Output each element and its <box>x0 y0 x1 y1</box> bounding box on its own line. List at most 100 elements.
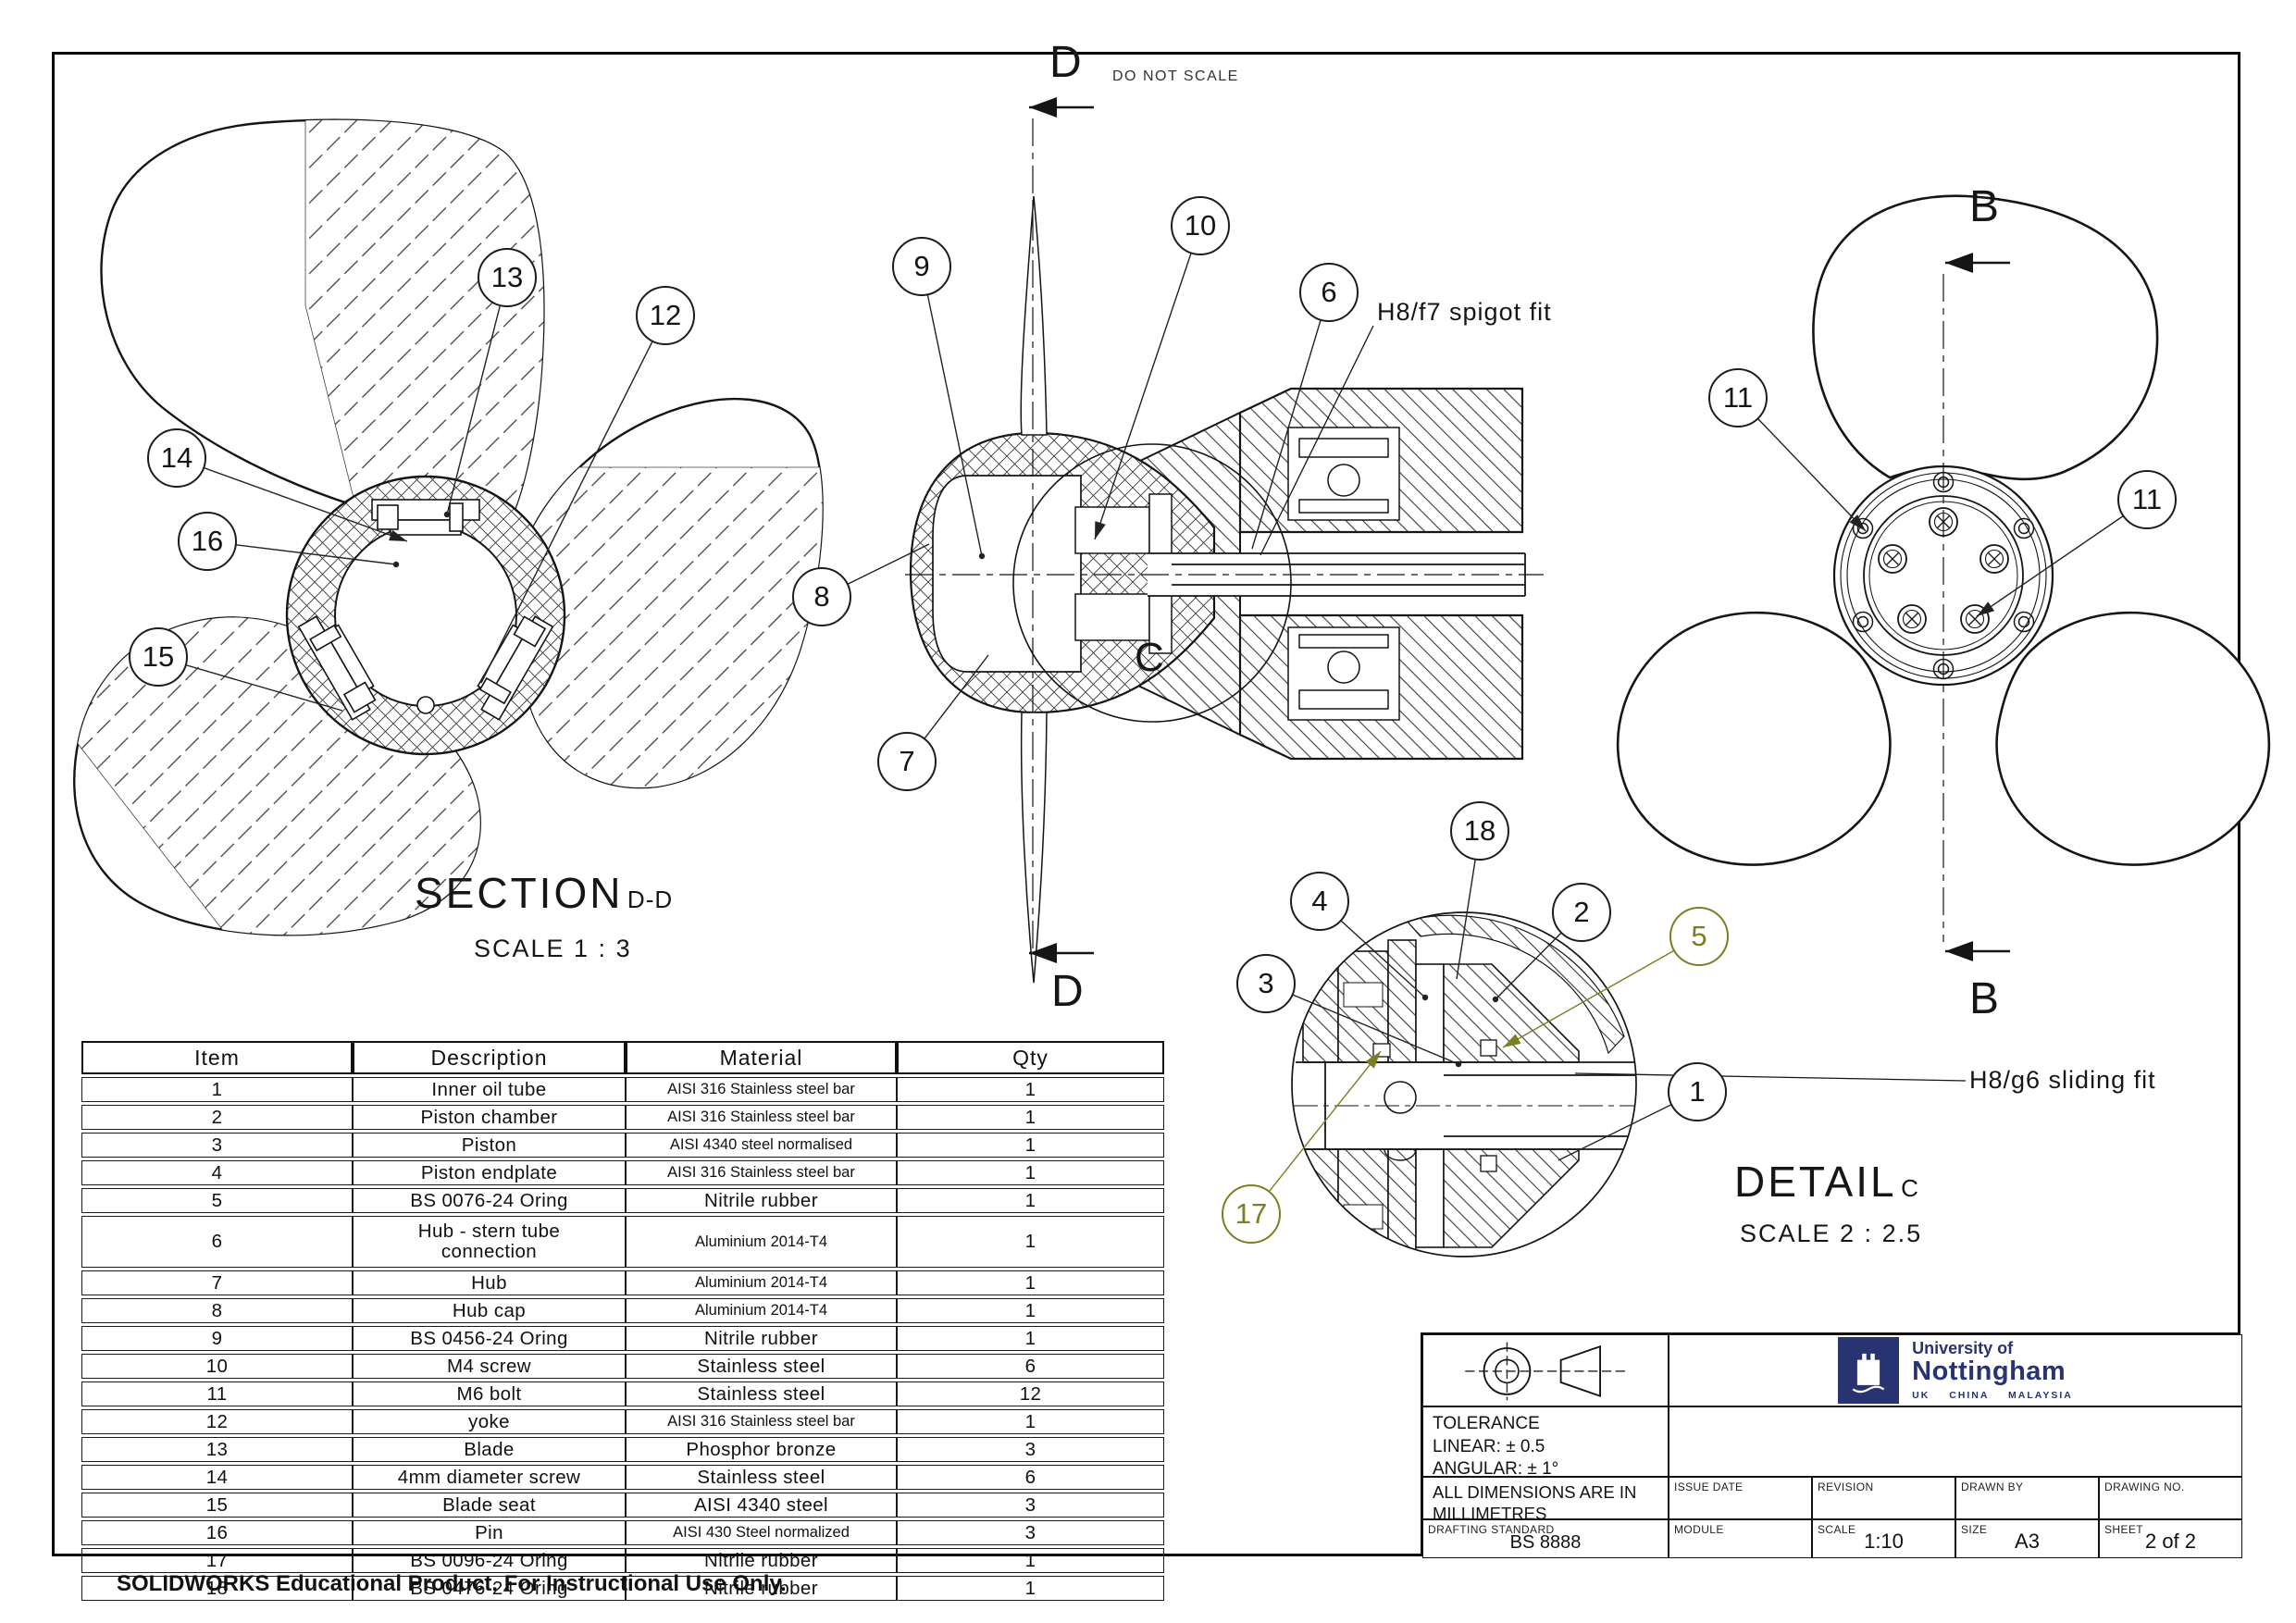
table-cell: 1 <box>897 1548 1164 1573</box>
table-cell: Nitrile rubber <box>626 1548 897 1573</box>
table-cell: 18 <box>81 1576 353 1601</box>
table-cell: 1 <box>897 1216 1164 1268</box>
scale-value: 1:10 <box>1864 1530 1904 1553</box>
size-cell: SIZE A3 <box>1955 1519 2099 1558</box>
university-campuses: UK CHINA MALAYSIA <box>1912 1389 2073 1401</box>
table-cell: Piston chamber <box>353 1105 626 1130</box>
table-cell: 1 <box>897 1077 1164 1102</box>
table-cell: 1 <box>897 1270 1164 1295</box>
table-cell: 3 <box>81 1133 353 1158</box>
table-cell: 14 <box>81 1465 353 1490</box>
table-cell: Aluminium 2014-T4 <box>626 1298 897 1323</box>
sheet-label: SHEET <box>2104 1523 2144 1536</box>
section-dd-view <box>73 118 824 936</box>
table-cell: 1 <box>897 1105 1164 1130</box>
drafting-standard-label: DRAFTING STANDARD <box>1428 1523 1555 1536</box>
detail-c-scale: SCALE 2 : 2.5 <box>1740 1220 1923 1247</box>
table-cell: 10 <box>81 1354 353 1379</box>
table-cell: 3 <box>897 1493 1164 1518</box>
balloon-16: 16 <box>178 512 237 571</box>
table-cell: 13 <box>81 1437 353 1462</box>
size-label: SIZE <box>1961 1523 1988 1536</box>
university-name-line2: Nottingham <box>1912 1357 2066 1387</box>
table-cell: BS 0456-24 Oring <box>353 1326 626 1351</box>
drawing-no-label: DRAWING NO. <box>2104 1481 2185 1493</box>
sheet-cell: SHEET 2 of 2 <box>2099 1519 2242 1558</box>
section-dd-ref: D-D <box>627 886 674 913</box>
tolerance-cell: TOLERANCE LINEAR: ± 0.5 ANGULAR: ± 1° <box>1422 1406 1669 1477</box>
table-cell: M6 bolt <box>353 1381 626 1406</box>
table-cell: Inner oil tube <box>353 1077 626 1102</box>
table-cell: AISI 4340 steel normalised <box>626 1133 897 1158</box>
revision-cell: REVISION <box>1812 1477 1955 1519</box>
module-label: MODULE <box>1674 1523 1724 1536</box>
table-cell: Nitrile rubber <box>626 1188 897 1213</box>
section-dd-title: SECTION D-D <box>415 868 673 918</box>
view-marker-b-top: B <box>1969 182 2000 231</box>
balloon-12: 12 <box>636 286 695 345</box>
table-cell: 1 <box>897 1160 1164 1185</box>
table-cell: Blade seat <box>353 1493 626 1518</box>
detail-c-marker: C <box>1135 635 1164 680</box>
bom-column-header: Qty <box>897 1041 1164 1074</box>
table-cell: AISI 316 Stainless steel bar <box>626 1409 897 1434</box>
leader-lines <box>157 225 2148 1215</box>
table-cell: 11 <box>81 1381 353 1406</box>
balloon-7: 7 <box>877 732 937 791</box>
do-not-scale-note: DO NOT SCALE <box>1112 68 1239 84</box>
table-cell: 4mm diameter screw <box>353 1465 626 1490</box>
section-dd-scale: SCALE 1 : 3 <box>474 935 632 962</box>
balloon-3: 3 <box>1236 954 1296 1013</box>
table-cell: 17 <box>81 1548 353 1573</box>
table-cell: BS 0076-24 Oring <box>353 1188 626 1213</box>
balloon-9: 9 <box>892 237 951 296</box>
table-cell: 12 <box>897 1381 1164 1406</box>
table-cell: AISI 4340 steel <box>626 1493 897 1518</box>
table-cell: Nitrile rubber <box>626 1326 897 1351</box>
balloon-11: 11 <box>2117 470 2177 529</box>
table-cell: Aluminium 2014-T4 <box>626 1216 897 1268</box>
table-cell: AISI 316 Stainless steel bar <box>626 1105 897 1130</box>
table-cell: Stainless steel <box>626 1354 897 1379</box>
table-cell: Hub cap <box>353 1298 626 1323</box>
balloon-1: 1 <box>1668 1062 1727 1121</box>
balloon-18: 18 <box>1450 801 1509 861</box>
table-cell: 3 <box>897 1437 1164 1462</box>
table-cell: 6 <box>897 1354 1164 1379</box>
dimensions-note-cell: ALL DIMENSIONS ARE IN MILLIMETRES <box>1422 1477 1669 1519</box>
table-cell: BS 0476-24 Oring <box>353 1576 626 1601</box>
tolerance-title: TOLERANCE <box>1433 1414 1540 1433</box>
table-cell: 4 <box>81 1160 353 1185</box>
detail-c-ref: C <box>1901 1174 1919 1202</box>
table-cell: 1 <box>897 1298 1164 1323</box>
university-logo-cell: University of Nottingham UK CHINA MALAYS… <box>1669 1334 2242 1406</box>
balloon-5: 5 <box>1669 907 1729 966</box>
table-cell: BS 0096-24 Oring <box>353 1548 626 1573</box>
table-cell: 1 <box>897 1133 1164 1158</box>
balloon-6: 6 <box>1299 263 1359 322</box>
drawing-no-cell: DRAWING NO. <box>2099 1477 2242 1519</box>
table-cell: Phosphor bronze <box>626 1437 897 1462</box>
table-cell: 12 <box>81 1409 353 1434</box>
table-cell: 5 <box>81 1188 353 1213</box>
balloon-10: 10 <box>1171 196 1230 255</box>
balloon-11: 11 <box>1708 368 1768 427</box>
table-cell: AISI 316 Stainless steel bar <box>626 1160 897 1185</box>
section-view-arrows <box>1029 97 2010 1082</box>
issue-date-cell: ISSUE DATE <box>1669 1477 1812 1519</box>
